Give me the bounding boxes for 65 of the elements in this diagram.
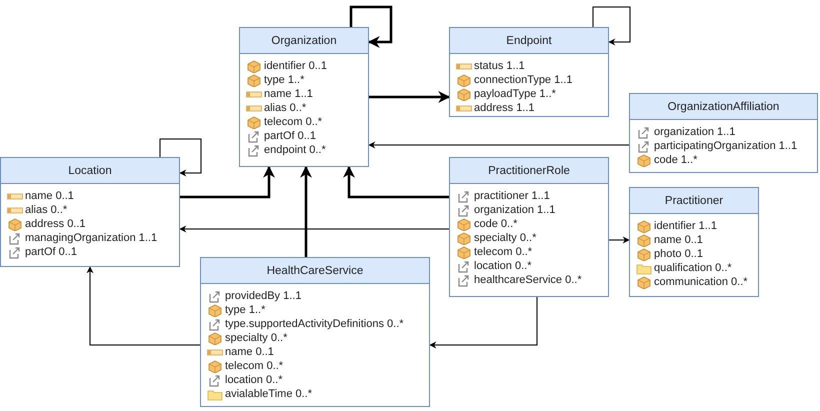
class-box	[629, 93, 818, 173]
field-label: qualification 0..*	[654, 262, 732, 274]
field-label: organization 1..1	[654, 126, 736, 138]
field-label: endpoint 0..*	[264, 144, 326, 156]
field-label: partOf 0..1	[264, 130, 316, 142]
association-arrow	[86, 266, 200, 346]
field-label: location 0..*	[225, 374, 282, 386]
field-label: healthcareService 0..*	[474, 274, 582, 286]
association-arrow	[180, 166, 275, 198]
field-label: name 1..1	[264, 88, 313, 100]
association-arrow	[179, 226, 450, 232]
field-label: organization 1..1	[474, 204, 556, 216]
class-box	[629, 187, 759, 297]
field-label: address 1..1	[474, 102, 535, 114]
field-label: participatingOrganization 1..1	[654, 140, 798, 152]
field-label: specialty 0..*	[474, 232, 536, 244]
field-label: address 0..1	[25, 218, 86, 230]
class-box	[449, 27, 609, 117]
class-box	[449, 157, 609, 297]
field-label: practitioner 1..1	[474, 190, 550, 202]
field-label: status 1..1	[474, 60, 525, 72]
class-title: OrganizationAffiliation	[668, 100, 780, 112]
field-label: managingOrganization 1..1	[25, 232, 158, 244]
field-label: communication 0..*	[654, 276, 748, 288]
field-label: alias 0..*	[25, 204, 68, 216]
class-title: Endpoint	[506, 34, 552, 46]
association-arrow	[350, 6, 392, 48]
field-label: payloadType 1..*	[474, 88, 556, 100]
field-label: partOf 0..1	[25, 246, 77, 258]
association-arrow	[369, 91, 450, 103]
association-arrow	[592, 6, 630, 46]
field-label: code 1..*	[654, 154, 698, 166]
field-label: name 0..1	[225, 346, 274, 358]
field-label: providedBy 1..1	[225, 290, 302, 302]
association-arrow	[429, 296, 538, 348]
field-label: type.supportedActivityDefinitions 0..*	[225, 318, 404, 330]
field-label: type 1..*	[225, 304, 266, 316]
class-box	[0, 157, 180, 267]
field-label: avialableTime 0..*	[225, 388, 312, 400]
association-arrow	[368, 142, 630, 148]
association-arrow	[300, 166, 312, 257]
field-label: identifier 0..1	[264, 60, 327, 72]
class-title: Organization	[271, 34, 337, 46]
field-label: name 0..1	[654, 234, 703, 246]
field-label: identifier 1..1	[654, 220, 717, 232]
field-label: telecom 0..*	[225, 360, 284, 372]
field-label: connectionType 1..1	[474, 74, 572, 86]
class-title: Practitioner	[664, 194, 724, 206]
field-label: code 0..*	[474, 218, 518, 230]
field-label: alias 0..*	[264, 102, 306, 114]
field-label: type 1..*	[264, 74, 304, 86]
class-title: PractitionerRole	[488, 164, 570, 176]
class-title: Location	[68, 164, 112, 176]
class-title: HealthCareService	[266, 264, 364, 276]
field-label: name 0..1	[25, 190, 74, 202]
field-label: telecom 0..*	[264, 116, 322, 128]
association-arrow	[343, 166, 449, 198]
association-arrow	[608, 236, 630, 244]
field-label: specialty 0..*	[225, 332, 288, 344]
association-arrow	[160, 138, 202, 176]
field-label: location 0..*	[474, 260, 532, 272]
class-box	[239, 27, 369, 167]
field-label: photo 0..1	[654, 248, 703, 260]
field-label: telecom 0..*	[474, 246, 532, 258]
class-box	[200, 257, 430, 407]
